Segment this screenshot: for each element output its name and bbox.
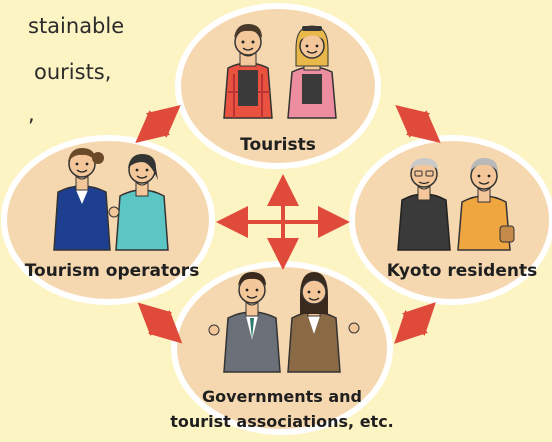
uniformed-operator-figure — [53, 148, 111, 251]
node-governments: Governments and tourist associations, et… — [170, 261, 394, 435]
elderly-man-figure — [397, 158, 451, 251]
node-tourists: Tourists — [175, 3, 381, 169]
male-tourist-figure — [223, 24, 273, 119]
arrow-residents-governments — [394, 302, 436, 344]
arrow-tourists-operators — [135, 105, 181, 143]
male-official-figure — [208, 272, 281, 373]
node-kyoto-residents: Kyoto residents — [349, 135, 552, 305]
female-tourist-figure — [287, 25, 337, 119]
arrow-operators-governments — [137, 302, 183, 344]
female-official-figure — [287, 272, 360, 373]
intro-text-line-1: stainable — [28, 14, 125, 38]
intro-text-line-3: , — [28, 102, 35, 126]
governments-label-line-1: Governments and — [202, 387, 362, 406]
arrow-tourists-residents — [395, 105, 441, 143]
governments-label-line-2: tourist associations, etc. — [170, 412, 394, 431]
teal-operator-figure — [108, 154, 169, 251]
tourists-label: Tourists — [240, 135, 316, 155]
tourism-operators-label: Tourism operators — [25, 261, 200, 281]
elderly-woman-figure — [457, 158, 515, 251]
node-tourism-operators: Tourism operators — [1, 135, 215, 305]
connection-arrows — [135, 105, 441, 344]
kyoto-residents-label: Kyoto residents — [387, 261, 537, 281]
intro-text-line-2: ourists, — [34, 60, 112, 84]
